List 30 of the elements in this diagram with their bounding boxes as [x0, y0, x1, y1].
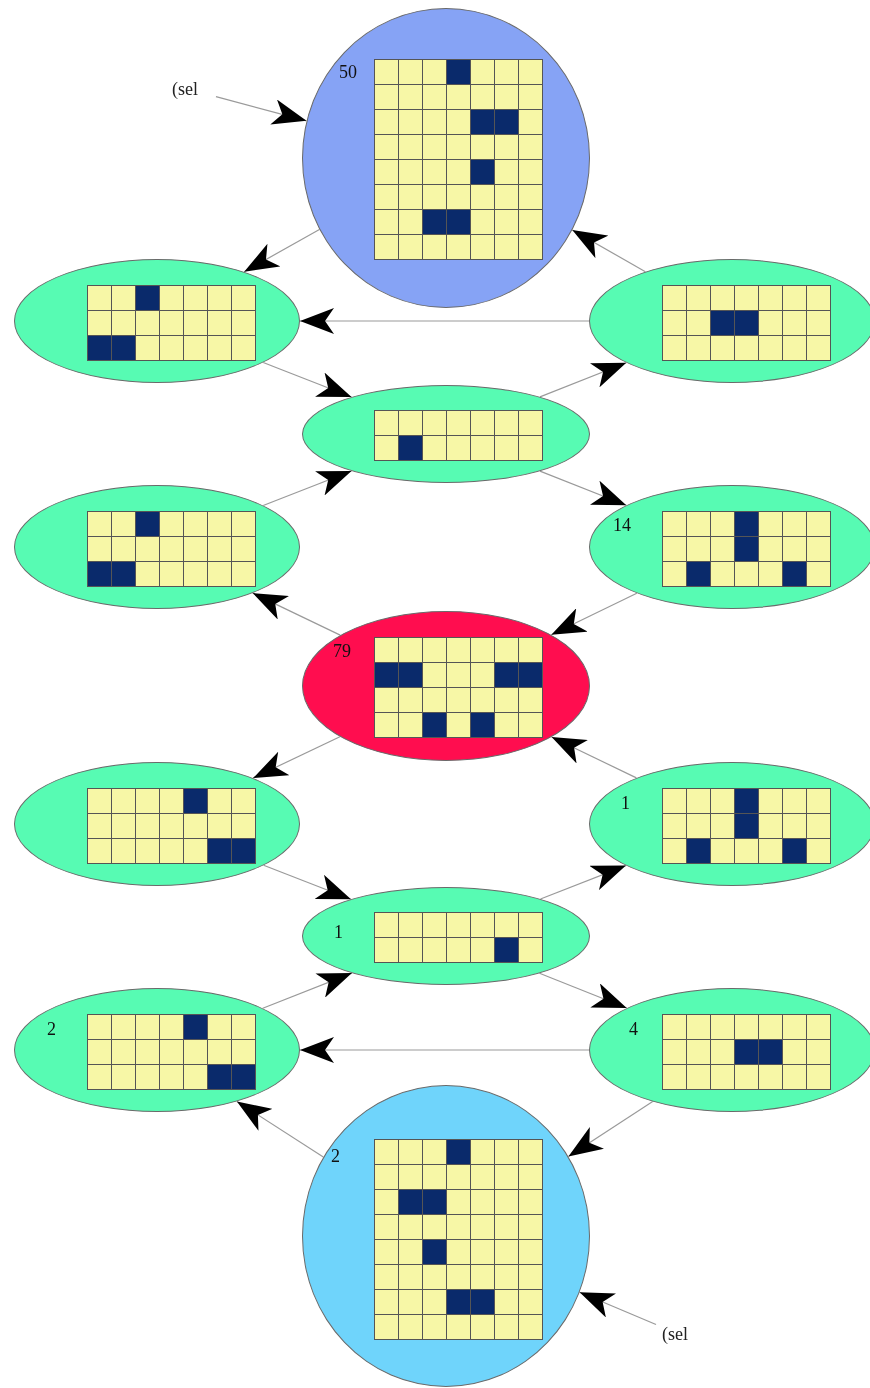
arrow	[263, 864, 352, 900]
arrow	[539, 362, 627, 398]
count-label: 4	[629, 1020, 638, 1038]
arrow	[299, 1037, 590, 1063]
arrow	[539, 865, 627, 900]
count-label: 50	[339, 63, 357, 81]
arrow	[236, 1100, 324, 1158]
note-text: (sel	[172, 80, 198, 98]
arrow	[215, 96, 308, 125]
count-label: 79	[333, 642, 351, 660]
arrow	[262, 972, 353, 1009]
arrow	[539, 470, 627, 506]
arrow	[571, 229, 646, 273]
arrow	[262, 470, 353, 507]
count-label: 14	[613, 516, 631, 534]
arrow	[551, 736, 637, 779]
arrow	[299, 308, 590, 334]
arrow	[262, 361, 353, 398]
arrow	[243, 228, 320, 273]
arrow	[567, 1101, 654, 1157]
arrow	[550, 592, 638, 636]
count-label: 1	[621, 794, 630, 812]
arrow	[579, 1291, 657, 1326]
note-text: (sel	[662, 1325, 688, 1343]
arrow	[538, 972, 628, 1009]
count-label: 1	[334, 923, 343, 941]
count-label: 2	[47, 1020, 56, 1038]
arrow	[252, 592, 341, 636]
arrow	[252, 736, 341, 779]
count-label: 2	[331, 1147, 340, 1165]
